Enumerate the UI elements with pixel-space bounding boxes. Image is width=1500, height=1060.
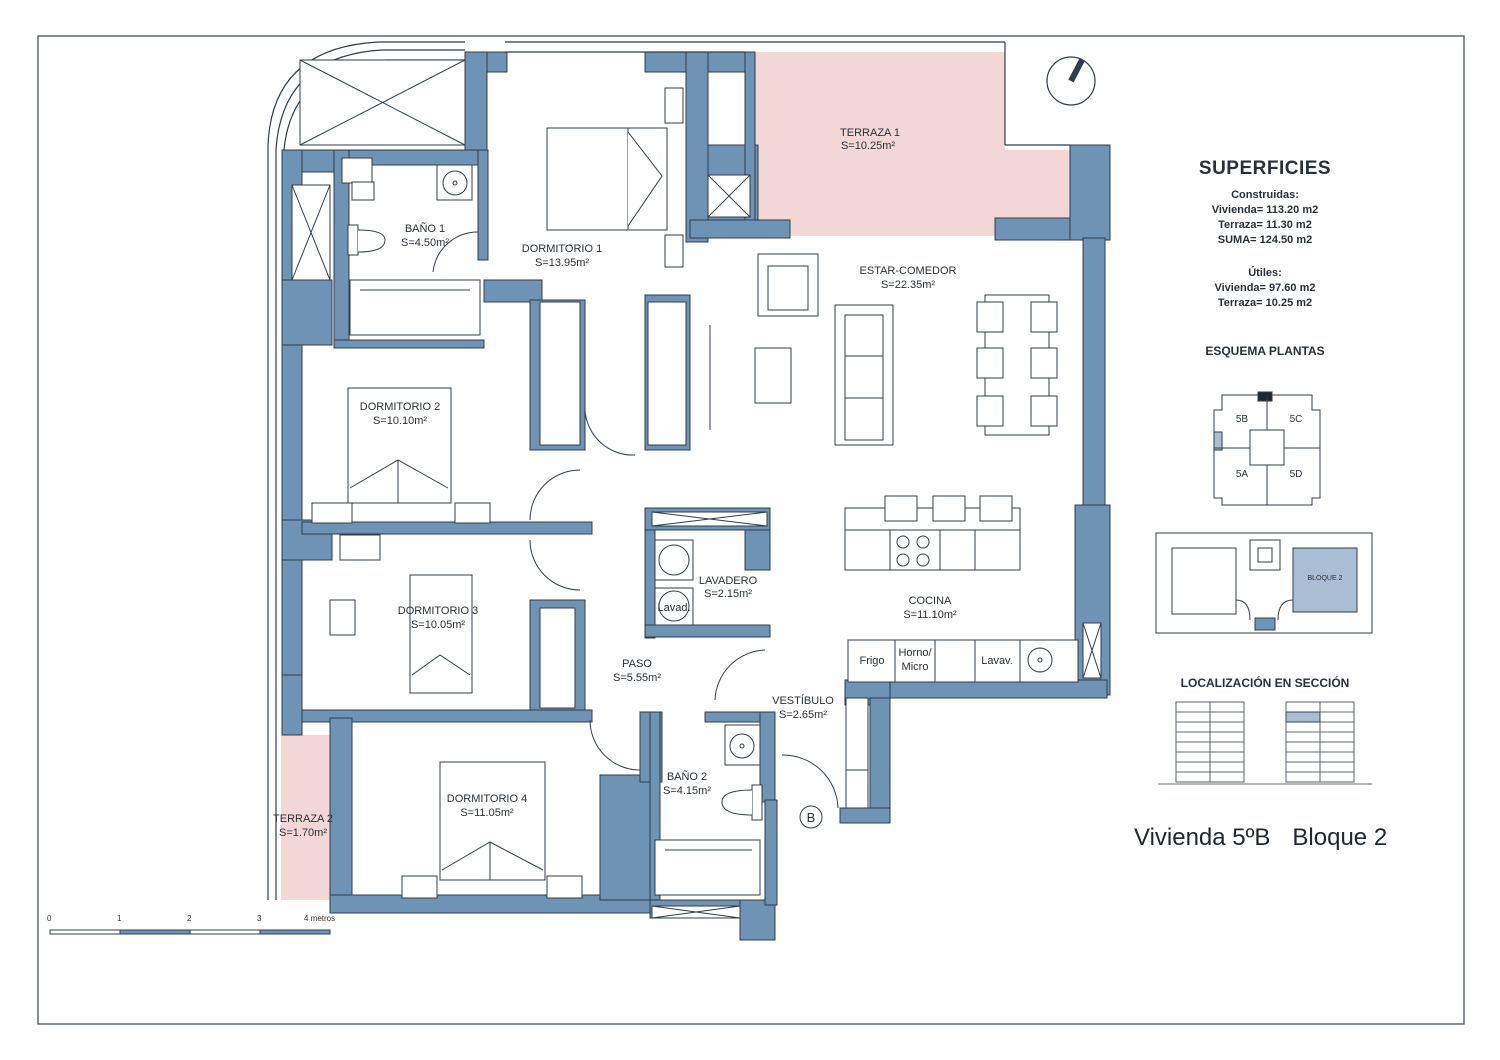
scale-label-1: 1 (117, 914, 122, 923)
terraza-construida: Terraza= 11.30 m2 (1218, 219, 1312, 231)
superficies-list: Construidas: Vivienda= 113.20 m2 Terraza… (1150, 188, 1380, 311)
esquema-plantas-diagram (1213, 391, 1321, 506)
scale-label-3: 3 (257, 914, 262, 923)
scale-label-0: 0 (47, 914, 52, 923)
terraza-2-area (281, 735, 331, 900)
unit-5a: 5A (1236, 469, 1249, 480)
room-name-bano-2: BAÑO 2 (667, 770, 707, 783)
room-name-terraza-1: TERRAZA 1 (840, 127, 900, 139)
room-name-terraza-2: TERRAZA 2 (273, 813, 333, 825)
room-area-bano-1: S=4.50m² (401, 237, 449, 249)
page-frame (37, 35, 1465, 1025)
room-area-lavadero: S=2.15m² (704, 588, 752, 600)
bloque-title: Bloque 2 (1292, 824, 1388, 851)
lavadora-label: Lavad. (657, 602, 690, 614)
furniture (311, 87, 1079, 899)
scale-bar (49, 929, 331, 935)
vivienda-title: Vivienda 5ºB (1134, 824, 1271, 851)
doors (432, 231, 839, 809)
room-name-bano-1: BAÑO 1 (405, 222, 445, 235)
room-name-estar-comedor: ESTAR-COMEDOR (860, 265, 957, 277)
shafts (291, 59, 1102, 919)
suma-construida: SUMA= 124.50 m2 (1217, 234, 1313, 246)
room-area-dormitorio-3: S=10.05m² (411, 619, 465, 631)
unit-5b: 5B (1236, 414, 1249, 425)
horno-label-1: Horno/ (898, 647, 932, 659)
esquema-plantas-title: ESQUEMA PLANTAS (1205, 344, 1325, 358)
room-name-dormitorio-1: DORMITORIO 1 (522, 243, 602, 255)
bloque-2-label: BLOQUE 2 (1307, 575, 1342, 582)
scale-label-2: 2 (187, 914, 192, 923)
room-area-paso: S=5.55m² (613, 672, 661, 684)
entrance-label: B (807, 810, 816, 825)
entrance-marker (799, 805, 823, 829)
room-area-terraza-1: S=10.25m² (841, 140, 895, 152)
unit-5d: 5D (1290, 469, 1303, 480)
room-name-dormitorio-2: DORMITORIO 2 (360, 401, 440, 413)
room-area-bano-2: S=4.15m² (663, 785, 711, 797)
localizacion-seccion-title: LOCALIZACIÓN EN SECCIÓN (1180, 676, 1350, 690)
room-area-estar-comedor: S=22.35m² (881, 279, 935, 291)
north-arrow (1046, 56, 1096, 106)
superficies-title: SUPERFICIES (1198, 158, 1332, 179)
room-name-vestibulo: VESTÍBULO (772, 694, 834, 707)
terraza-1-area (755, 52, 1070, 236)
walls (281, 51, 1111, 941)
room-name-lavadero: LAVADERO (699, 575, 758, 587)
unit-5c: 5C (1290, 414, 1303, 425)
section-diagram (1158, 701, 1372, 785)
lavavajillas-label: Lavav. (981, 655, 1013, 667)
room-name-dormitorio-4: DORMITORIO 4 (447, 793, 527, 805)
vivienda-construida: Vivienda= 113.20 m2 (1211, 204, 1319, 216)
utiles-label: Útiles: (1248, 267, 1282, 279)
room-area-dormitorio-4: S=11.05m² (460, 807, 514, 819)
vivienda-util: Vivienda= 97.60 m2 (1214, 282, 1316, 294)
room-area-vestibulo: S=2.65m² (779, 709, 827, 721)
room-name-cocina: COCINA (909, 595, 952, 607)
room-name-paso: PASO (622, 658, 652, 670)
room-area-dormitorio-2: S=10.10m² (373, 415, 427, 427)
terraza-util: Terraza= 10.25 m2 (1217, 297, 1313, 309)
room-name-dormitorio-3: DORMITORIO 3 (398, 605, 478, 617)
horno-label-2: Micro (902, 661, 929, 673)
frigo-label: Frigo (859, 655, 884, 667)
construidas-label: Construidas: (1231, 189, 1299, 201)
room-area-dormitorio-1: S=13.95m² (535, 257, 589, 269)
room-area-cocina: S=11.10m² (903, 609, 957, 621)
room-area-terraza-2: S=1.70m² (279, 827, 327, 839)
unit-title: Vivienda 5ºB Bloque 2 (1134, 824, 1409, 852)
site-plan (1155, 532, 1373, 634)
scale-label-4: 4 metros (304, 914, 336, 923)
